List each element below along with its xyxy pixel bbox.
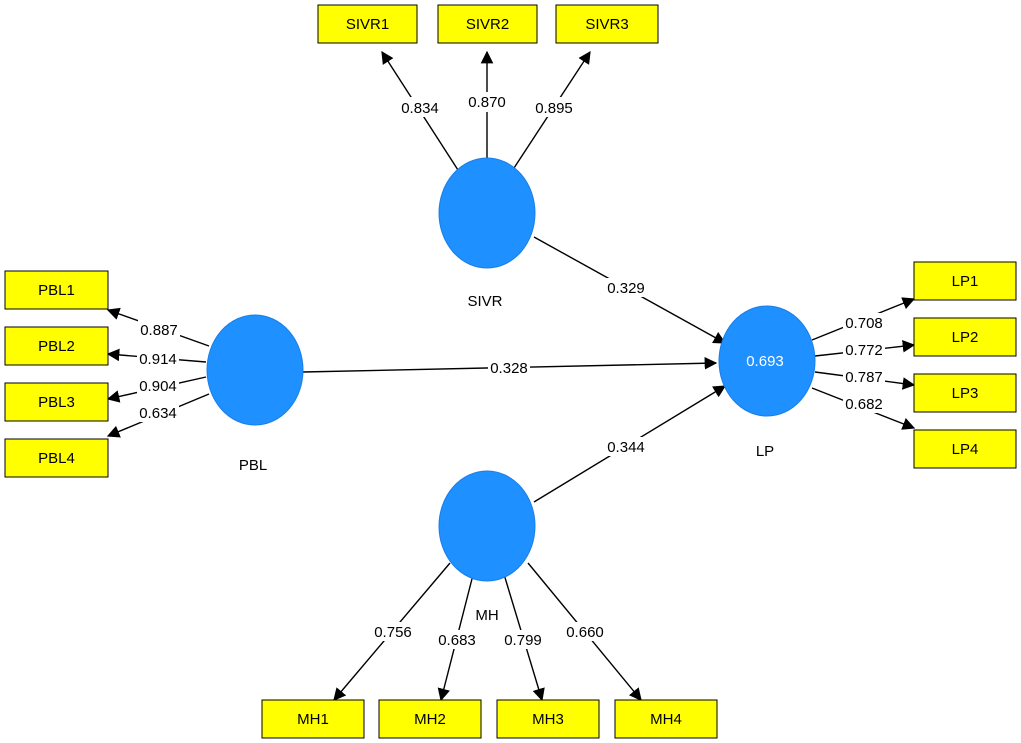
loading-mh4: 0.660	[566, 624, 604, 641]
constructs: SIVR PBL 0.693 LP MH	[206, 157, 816, 624]
loading-pbl1: 0.887	[140, 322, 178, 339]
indicator-lp3[interactable]: LP3	[913, 373, 1017, 413]
indicator-sivr3-label: SIVR3	[585, 16, 628, 33]
indicator-lp4-label: LP4	[952, 441, 979, 458]
construct-sivr[interactable]	[438, 157, 536, 269]
loading-pbl4: 0.634	[139, 405, 177, 422]
indicator-mh3-label: MH3	[532, 711, 564, 728]
loading-lp4: 0.682	[845, 396, 883, 413]
indicator-pbl4-label: PBL4	[38, 450, 75, 467]
construct-sivr-label: SIVR	[467, 293, 502, 310]
loading-lp3: 0.787	[845, 369, 883, 386]
indicator-mh2-label: MH2	[414, 711, 446, 728]
indicator-lp4[interactable]: LP4	[913, 429, 1017, 469]
loading-mh1: 0.756	[374, 624, 412, 641]
indicator-lp2[interactable]: LP2	[913, 317, 1017, 357]
indicator-pbl4[interactable]: PBL4	[4, 438, 109, 478]
loading-mh3: 0.799	[504, 632, 542, 649]
construct-pbl[interactable]	[206, 314, 304, 426]
construct-mh[interactable]	[438, 470, 536, 582]
indicator-sivr1[interactable]: SIVR1	[317, 4, 418, 44]
weights: 0.834 0.870 0.895 0.887 0.914 0.904 0.63…	[137, 92, 885, 649]
indicator-lp2-label: LP2	[952, 329, 979, 346]
indicator-sivr1-label: SIVR1	[346, 16, 389, 33]
loading-mh2: 0.683	[438, 632, 476, 649]
indicator-mh2[interactable]: MH2	[378, 699, 482, 739]
indicator-lp1-label: LP1	[952, 273, 979, 290]
indicator-mh1[interactable]: MH1	[261, 699, 365, 739]
indicator-mh4[interactable]: MH4	[614, 699, 718, 739]
indicator-mh1-label: MH1	[297, 711, 329, 728]
indicator-sivr2[interactable]: SIVR2	[437, 4, 538, 44]
path-coefficient-pbl-lp: 0.328	[490, 360, 528, 377]
loading-sivr3: 0.895	[535, 100, 573, 117]
indicator-lp1[interactable]: LP1	[913, 261, 1017, 301]
construct-pbl-label: PBL	[239, 457, 267, 474]
loading-sivr2: 0.870	[468, 94, 506, 111]
loading-sivr1: 0.834	[401, 100, 439, 117]
indicator-sivr3[interactable]: SIVR3	[555, 4, 659, 44]
path-coefficient-sivr-lp: 0.329	[607, 280, 645, 297]
construct-lp[interactable]: 0.693	[718, 305, 816, 417]
loading-pbl2: 0.914	[139, 351, 177, 368]
indicator-pbl1[interactable]: PBL1	[4, 270, 109, 310]
indicator-mh4-label: MH4	[650, 711, 682, 728]
loading-pbl3: 0.904	[139, 378, 177, 395]
loading-lp1: 0.708	[845, 315, 883, 332]
indicator-lp3-label: LP3	[952, 385, 979, 402]
construct-lp-label: LP	[756, 443, 774, 460]
indicator-pbl2-label: PBL2	[38, 338, 75, 355]
indicator-pbl1-label: PBL1	[38, 282, 75, 299]
indicator-sivr2-label: SIVR2	[466, 16, 509, 33]
indicator-mh3[interactable]: MH3	[496, 699, 600, 739]
indicator-pbl3-label: PBL3	[38, 394, 75, 411]
construct-mh-label: MH	[475, 607, 498, 624]
indicator-pbl2[interactable]: PBL2	[4, 326, 109, 366]
indicator-pbl3[interactable]: PBL3	[4, 382, 109, 422]
indicators: SIVR1 SIVR2 SIVR3 PBL1 PBL2 PBL3 PBL4	[4, 4, 1017, 739]
construct-lp-r-squared: 0.693	[746, 353, 784, 370]
loading-lp2: 0.772	[845, 342, 883, 359]
path-coefficient-mh-lp: 0.344	[607, 439, 645, 456]
